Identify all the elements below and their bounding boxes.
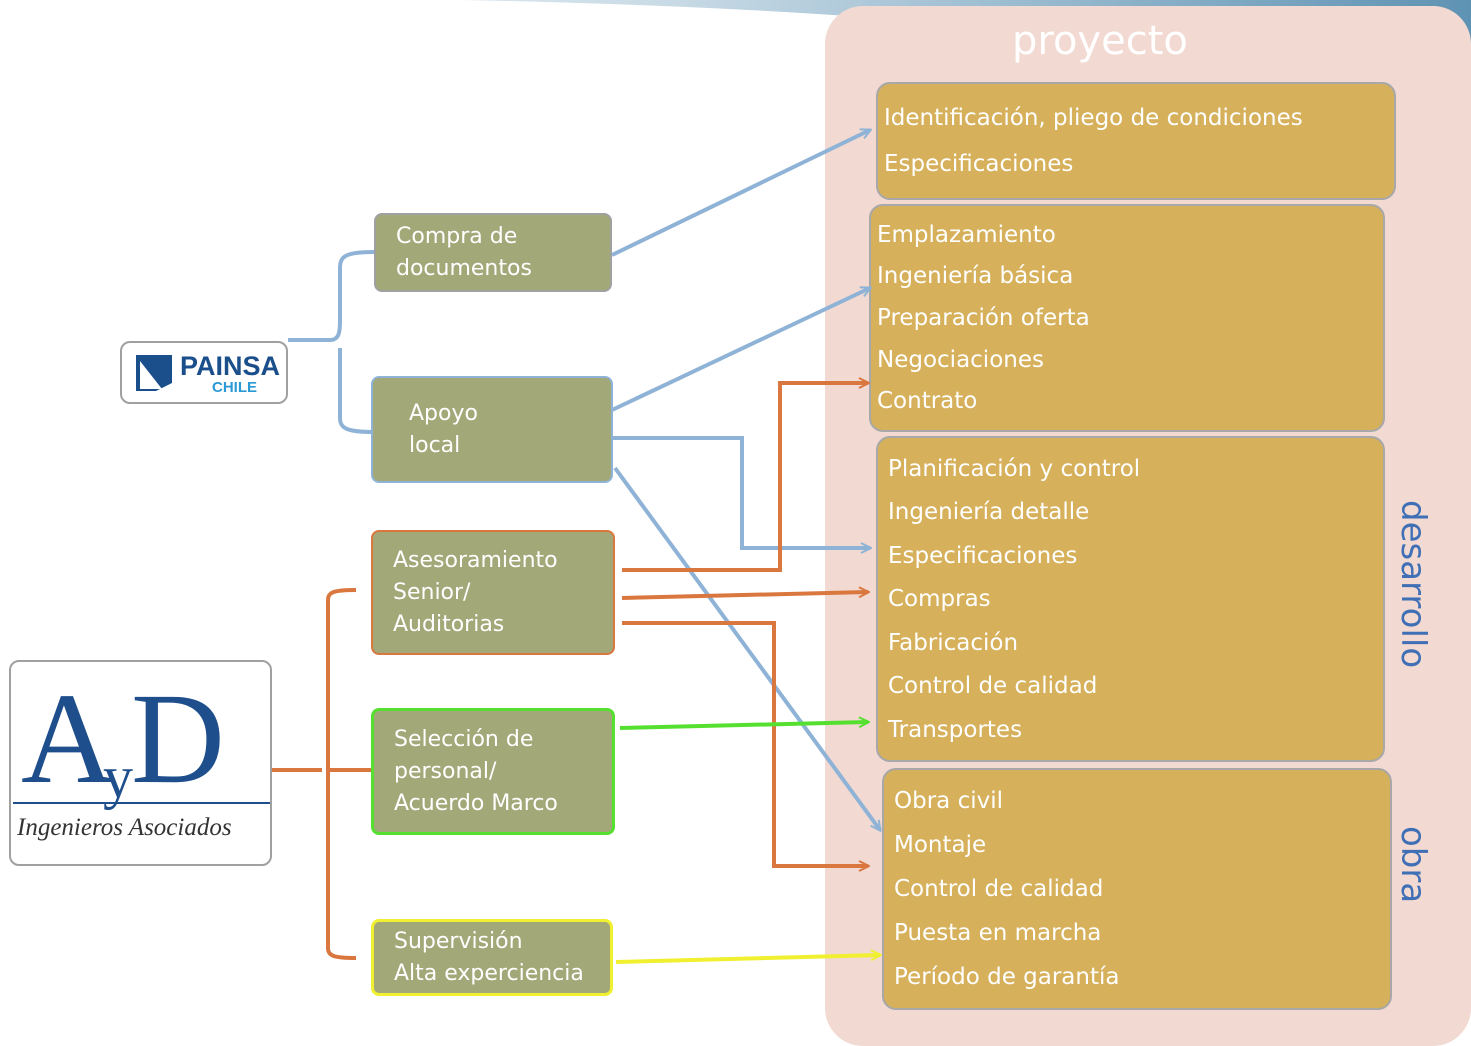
service-line: local — [409, 432, 461, 458]
arrow-supervision-to-garantia — [615, 955, 880, 964]
service-line: Supervisión — [394, 928, 523, 954]
stage-item: Puesta en marcha — [894, 920, 1102, 946]
service-line: Selección de — [394, 726, 534, 752]
service-apoyo-local: Apoyo local — [371, 376, 613, 483]
service-line: Alta experciencia — [394, 960, 584, 986]
side-label-desarrollo: desarrollo — [1393, 500, 1433, 669]
stage-item: Identificación, pliego de condiciones — [884, 104, 1303, 131]
stage-item: Planificación y control — [888, 455, 1141, 482]
service-seleccion-personal: Selección de personal/ Acuerdo Marco — [371, 708, 615, 835]
stage-box-obra: Obra civil Montaje Control de calidad Pu… — [882, 768, 1392, 1010]
service-line: Senior/ — [393, 579, 471, 605]
ayd-letter-d: D — [131, 667, 225, 811]
service-line: Acuerdo Marco — [394, 790, 558, 816]
stage-item: Especificaciones — [884, 151, 1074, 178]
stage-item: Ingeniería básica — [877, 263, 1074, 290]
stage-item: Ingeniería detalle — [888, 499, 1090, 525]
service-line: Asesoramiento — [393, 547, 558, 573]
arrow-asesoramiento-to-montaje — [622, 621, 868, 866]
stage-box-proyecto: Identificación, pliego de condiciones Es… — [876, 82, 1396, 200]
arrow-apoyo-to-especificaciones — [612, 436, 870, 548]
painsa-wordmark: PAINSA — [180, 351, 281, 381]
bracket-ayd — [272, 588, 372, 960]
ayd-letter-y: y — [103, 744, 133, 810]
service-line: documentos — [396, 255, 532, 281]
stage-item: Compras — [888, 586, 991, 612]
stage-item: Obra civil — [894, 788, 1003, 814]
panel-title: proyecto — [1012, 18, 1188, 64]
stage-item: Negociaciones — [877, 346, 1044, 373]
side-label-obra: obra — [1393, 826, 1433, 904]
stage-item: Especificaciones — [888, 542, 1078, 569]
service-compra-documentos: Compra de documentos — [374, 213, 612, 292]
ayd-divider — [13, 802, 270, 804]
stage-item: Control de calidad — [888, 673, 1098, 699]
stage-item: Emplazamiento — [877, 221, 1056, 248]
stage-item: Contrato — [877, 388, 978, 415]
ayd-letter-a: A — [21, 667, 115, 811]
arrow-apoyo-to-ingenieria-basica — [611, 286, 870, 412]
arrow-compra-to-identificacion — [611, 128, 870, 257]
painsa-subword: CHILE — [212, 379, 257, 396]
ayd-logo: A y D Ingenieros Asociados — [9, 660, 272, 866]
ayd-tagline: Ingenieros Asociados — [17, 814, 232, 841]
arrow-seleccion-to-transportes — [619, 722, 868, 730]
arrow-apoyo-to-montaje — [613, 466, 880, 830]
stage-box-oferta: Emplazamiento Ingeniería básica Preparac… — [869, 204, 1385, 432]
stage-item: Control de calidad — [894, 876, 1104, 902]
service-supervision: Supervisión Alta experciencia — [371, 919, 613, 996]
painsa-logo: PAINSA CHILE — [120, 341, 288, 404]
bracket-painsa — [288, 250, 375, 434]
stage-item: Período de garantía — [894, 964, 1120, 990]
stage-box-desarrollo: Planificación y control Ingeniería detal… — [876, 436, 1385, 762]
service-line: personal/ — [394, 758, 497, 784]
arrow-asesoramiento-to-contrato — [622, 383, 868, 572]
service-line: Auditorias — [393, 611, 505, 637]
stage-item: Transportes — [888, 716, 1023, 743]
stage-item: Montaje — [894, 832, 987, 858]
arrow-asesoramiento-to-compras — [621, 592, 868, 600]
stage-item: Preparación oferta — [877, 304, 1090, 331]
service-line: Apoyo — [409, 400, 478, 426]
service-asesoramiento: Asesoramiento Senior/ Auditorias — [371, 530, 615, 655]
painsa-emblem-icon — [136, 355, 172, 391]
service-line: Compra de — [396, 223, 518, 249]
stage-item: Fabricación — [888, 629, 1019, 656]
